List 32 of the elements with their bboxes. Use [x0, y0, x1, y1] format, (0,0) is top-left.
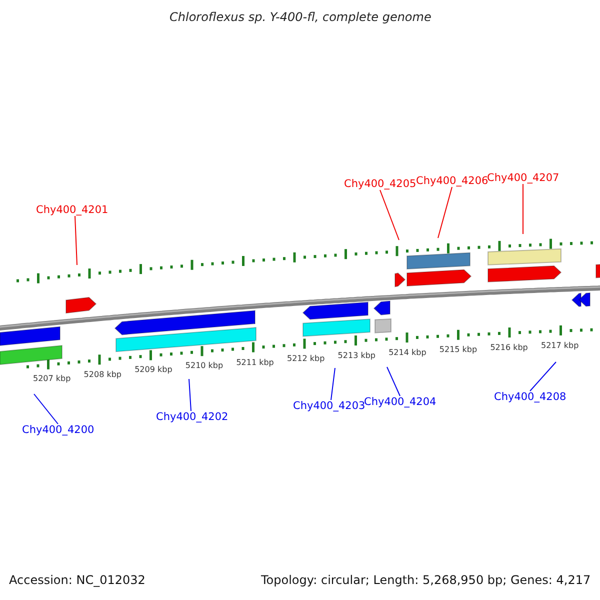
gene-label: Chy400_4204 — [364, 396, 436, 408]
leader-line — [522, 184, 524, 234]
genome-summary-text: Topology: circular; Length: 5,268,950 bp; Genes: 4,217 — [261, 574, 591, 588]
leader-line — [74, 216, 78, 266]
gene-label: Chy400_4208 — [494, 391, 566, 404]
leader-line — [530, 362, 556, 392]
scale-label: 5210 kbp — [185, 361, 224, 371]
scale-label: 5212 kbp — [287, 354, 325, 364]
gene-label: Chy400_4200 — [22, 424, 94, 436]
gene-label: Chy400_4207 — [487, 172, 560, 184]
scale-label: 5213 kbp — [338, 350, 376, 360]
scale-label: 5216 kbp — [490, 342, 528, 352]
leader-line — [438, 186, 452, 238]
scale-label: 5207 kbp — [33, 374, 71, 384]
leader-line — [188, 378, 192, 412]
leader-line — [330, 368, 336, 400]
gene-label: Chy400_4203 — [293, 400, 366, 412]
gene-label: Chy400_4206 — [416, 175, 488, 188]
diagram-title: Chloroflexus sp. Y-400-fl, complete genome — [170, 11, 432, 25]
scale-label: 5214 kbp — [388, 348, 426, 358]
scale-label: 5215 kbp — [439, 345, 478, 355]
scale-label: 5209 kbp — [134, 365, 172, 375]
leader-line — [380, 190, 400, 240]
gene-label: Chy400_4205 — [344, 178, 416, 190]
leader-line — [34, 394, 58, 424]
scale-label: 5217 kbp — [541, 340, 579, 350]
gene-label: Chy400_4202 — [156, 411, 228, 424]
accession-text: Accession: NC_012032 — [9, 574, 146, 588]
scale-label: 5211 kbp — [236, 358, 274, 367]
gene-label: Chy400_4201 — [36, 204, 108, 216]
leader-line — [386, 366, 400, 396]
scale-label: 5208 kbp — [84, 370, 122, 379]
